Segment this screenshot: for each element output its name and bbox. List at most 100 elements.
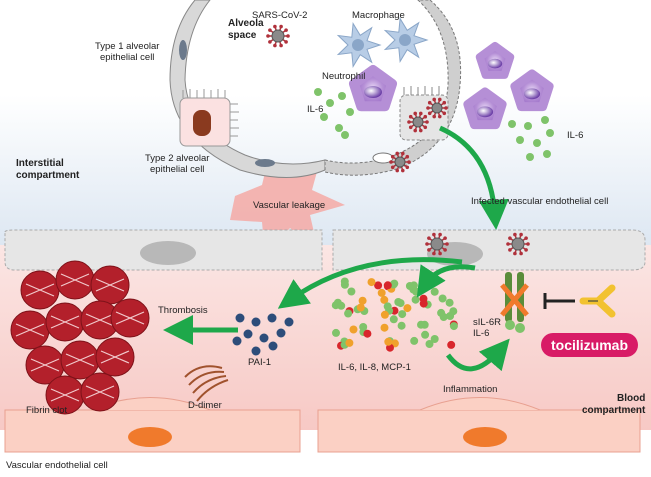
pai1-dot — [251, 317, 261, 327]
fibrin-strand — [100, 350, 130, 364]
il6-receptor — [500, 272, 529, 333]
virus-spike-tip — [427, 236, 431, 240]
cytokine-dot — [377, 288, 386, 297]
virus-spike-tip — [432, 251, 436, 256]
arrow-to-cytokines — [416, 264, 476, 298]
virus-spike-tip — [390, 154, 395, 159]
fibrin-strand — [95, 278, 125, 292]
fibrin-strand — [50, 315, 80, 329]
virus-spike-tip — [443, 236, 447, 240]
virus-spike-tip — [395, 151, 400, 156]
cytokine-dot — [411, 295, 420, 304]
fibrin-strand — [30, 358, 60, 372]
virus-spike-tip — [438, 232, 442, 237]
arrow-to-endothelium — [438, 125, 509, 230]
pai1-dot — [267, 313, 277, 323]
cytokine-dot — [349, 325, 358, 334]
arrow-to-pai1 — [277, 257, 463, 309]
virus-spike-tip — [437, 97, 442, 102]
cytokine-dot — [417, 320, 425, 329]
il6-dot — [516, 136, 524, 144]
cytokine-dot — [438, 294, 447, 303]
fibrin-strand — [115, 311, 145, 325]
virus-spike-tip — [442, 100, 447, 105]
virus-spike-tip — [519, 232, 523, 237]
type2-alveolar-cell — [179, 89, 239, 147]
il6-dot — [341, 131, 349, 139]
virus-icon — [412, 116, 424, 128]
virus-spike-tip — [413, 128, 418, 133]
virus-spike-tip — [408, 114, 413, 119]
il6-left-label: IL-6 — [307, 104, 324, 115]
virus-spike-tip — [413, 111, 418, 116]
infected-endothelial-label: Infected vascular endothelial cell — [471, 196, 609, 207]
cytokine-dot — [425, 340, 434, 348]
cytokine-dot — [394, 298, 403, 306]
d-dimer-strand — [188, 370, 225, 386]
cytokine-dot — [380, 295, 389, 304]
virus-spike-tip — [266, 34, 270, 38]
virus-spike-tip — [438, 251, 442, 256]
il6-dot — [346, 108, 354, 116]
virus-icon — [430, 237, 444, 251]
inhibition-line — [543, 293, 575, 309]
alveola-space-label: Alveola space — [228, 18, 264, 41]
blood-compartment-label: Blood compartment — [582, 393, 646, 416]
vascular-leakage-label: Vascular leakage — [253, 200, 326, 211]
cytokine-dot — [403, 304, 412, 313]
il6-dot — [326, 99, 334, 107]
virus-spike-tip — [524, 236, 528, 240]
virus-icon — [511, 237, 525, 251]
fibrin-strand — [15, 323, 45, 337]
virus-spike-tip — [389, 160, 393, 164]
il6-dot — [524, 122, 532, 130]
virus-spike-tip — [400, 168, 405, 173]
cytokine-dot — [430, 287, 439, 296]
cytokine-dot — [398, 310, 407, 319]
virus-spike-tip — [405, 154, 410, 159]
fibrin-strand — [60, 273, 90, 287]
cytokine-dot — [345, 338, 354, 347]
tocilizumab-badge: tocilizumab — [541, 333, 639, 357]
interstitial-label: Interstitial compartment — [16, 158, 80, 181]
fibrin-strand — [65, 353, 95, 367]
virus-spike-tip — [395, 168, 400, 173]
cytokine-dot — [332, 328, 340, 337]
virus-spike-tip — [407, 120, 411, 124]
virus-spike-tip — [405, 165, 410, 170]
fibrin-strand — [25, 283, 55, 297]
vascular-leakage-shape — [230, 160, 345, 255]
cytokine-dot — [358, 296, 367, 305]
virus-spike-tip — [279, 24, 283, 29]
il6-dot — [533, 139, 541, 147]
neutrophil-label: Neutrophil — [322, 71, 366, 82]
pai1-label: PAI-1 — [248, 357, 272, 368]
il6-dot — [335, 124, 343, 132]
cytokine-dot — [430, 335, 439, 343]
virus-spike-tip — [427, 100, 432, 105]
cytokine-dot — [380, 323, 389, 332]
type1-nucleus — [255, 159, 275, 167]
virus-spike-tip — [444, 106, 448, 110]
virus-spike-tip — [390, 165, 395, 170]
neutrophil-nucleus — [523, 88, 541, 100]
fibrin-strand — [50, 388, 80, 402]
pai1-dot — [276, 328, 286, 338]
virus-icon — [394, 156, 406, 168]
pai1-dot — [232, 336, 242, 346]
bottom-nucleus — [128, 427, 172, 447]
type2-cell-label: Type 2 alveolar epithelial cell — [145, 153, 210, 175]
virus-spike-tip — [418, 128, 423, 133]
cytokine-dot — [421, 330, 430, 339]
virus-spike-tip — [284, 40, 288, 44]
il6-dot — [541, 116, 549, 124]
cytokine-dot — [383, 281, 392, 290]
il6-dot — [526, 153, 534, 161]
virus-spike-tip — [506, 242, 510, 246]
cytokine-dot — [337, 301, 346, 310]
virus-spike-tip — [279, 43, 283, 48]
virus-spike-tip — [286, 34, 290, 38]
d-dimer-strand — [196, 379, 229, 402]
virus-spike-tip — [400, 151, 405, 156]
neutrophil-nucleus — [487, 58, 503, 69]
